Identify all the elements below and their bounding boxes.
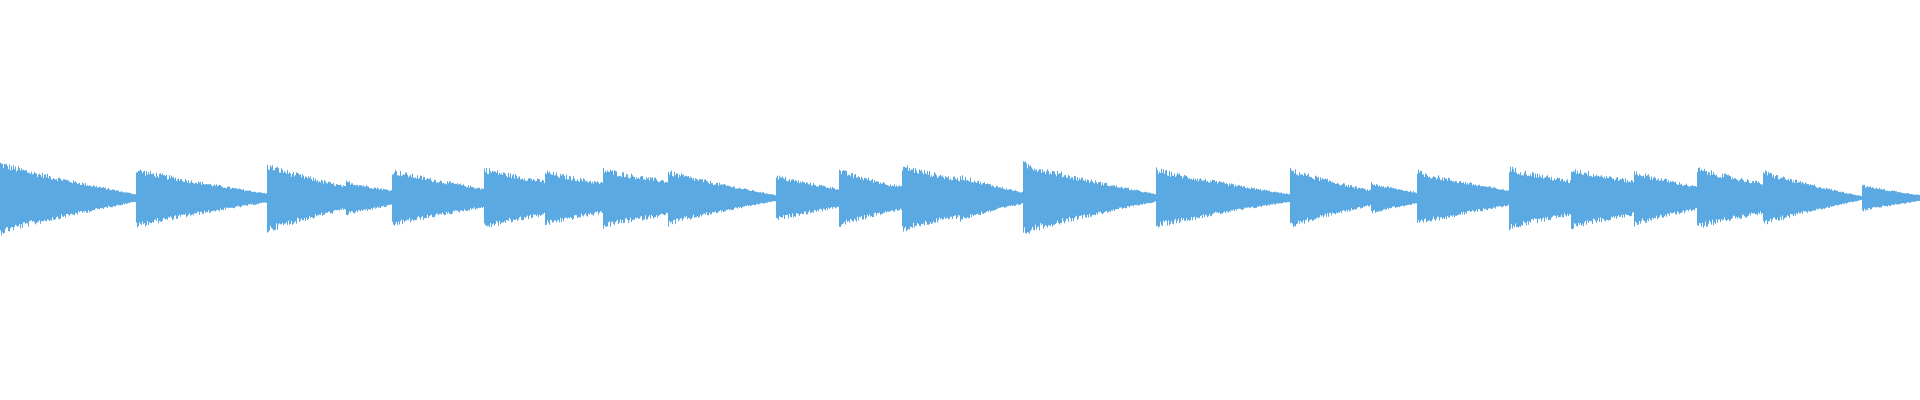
waveform-segment-9 bbox=[668, 170, 776, 227]
waveform-segment-18 bbox=[1417, 169, 1509, 223]
waveform-segment-15 bbox=[1156, 167, 1290, 228]
waveform-segment-22 bbox=[1697, 167, 1763, 228]
waveform-segment-1 bbox=[0, 162, 136, 236]
waveform-segment-5 bbox=[392, 170, 484, 226]
waveform-segment-20 bbox=[1571, 169, 1634, 230]
waveform-segment-23 bbox=[1763, 170, 1862, 225]
waveform-segment-10 bbox=[776, 175, 839, 220]
waveform-segment-24 bbox=[1862, 184, 1920, 212]
waveform-segment-16 bbox=[1290, 167, 1371, 228]
waveform-segment-13 bbox=[960, 175, 1023, 222]
waveform-segment-8 bbox=[603, 168, 668, 229]
waveform-segment-4 bbox=[346, 180, 392, 216]
waveform-segment-14 bbox=[1023, 161, 1156, 234]
waveform-segment-11 bbox=[839, 169, 902, 227]
waveform-segment-19 bbox=[1509, 166, 1571, 231]
waveform-segment-3 bbox=[267, 164, 346, 233]
waveform-segment-21 bbox=[1634, 171, 1697, 227]
waveform-segment-7 bbox=[545, 170, 603, 225]
waveform-bars bbox=[0, 161, 1920, 236]
waveform-segment-6 bbox=[484, 168, 545, 228]
waveform-segment-17 bbox=[1371, 182, 1417, 214]
waveform-segment-12 bbox=[902, 165, 960, 232]
waveform-segment-2 bbox=[136, 169, 267, 228]
